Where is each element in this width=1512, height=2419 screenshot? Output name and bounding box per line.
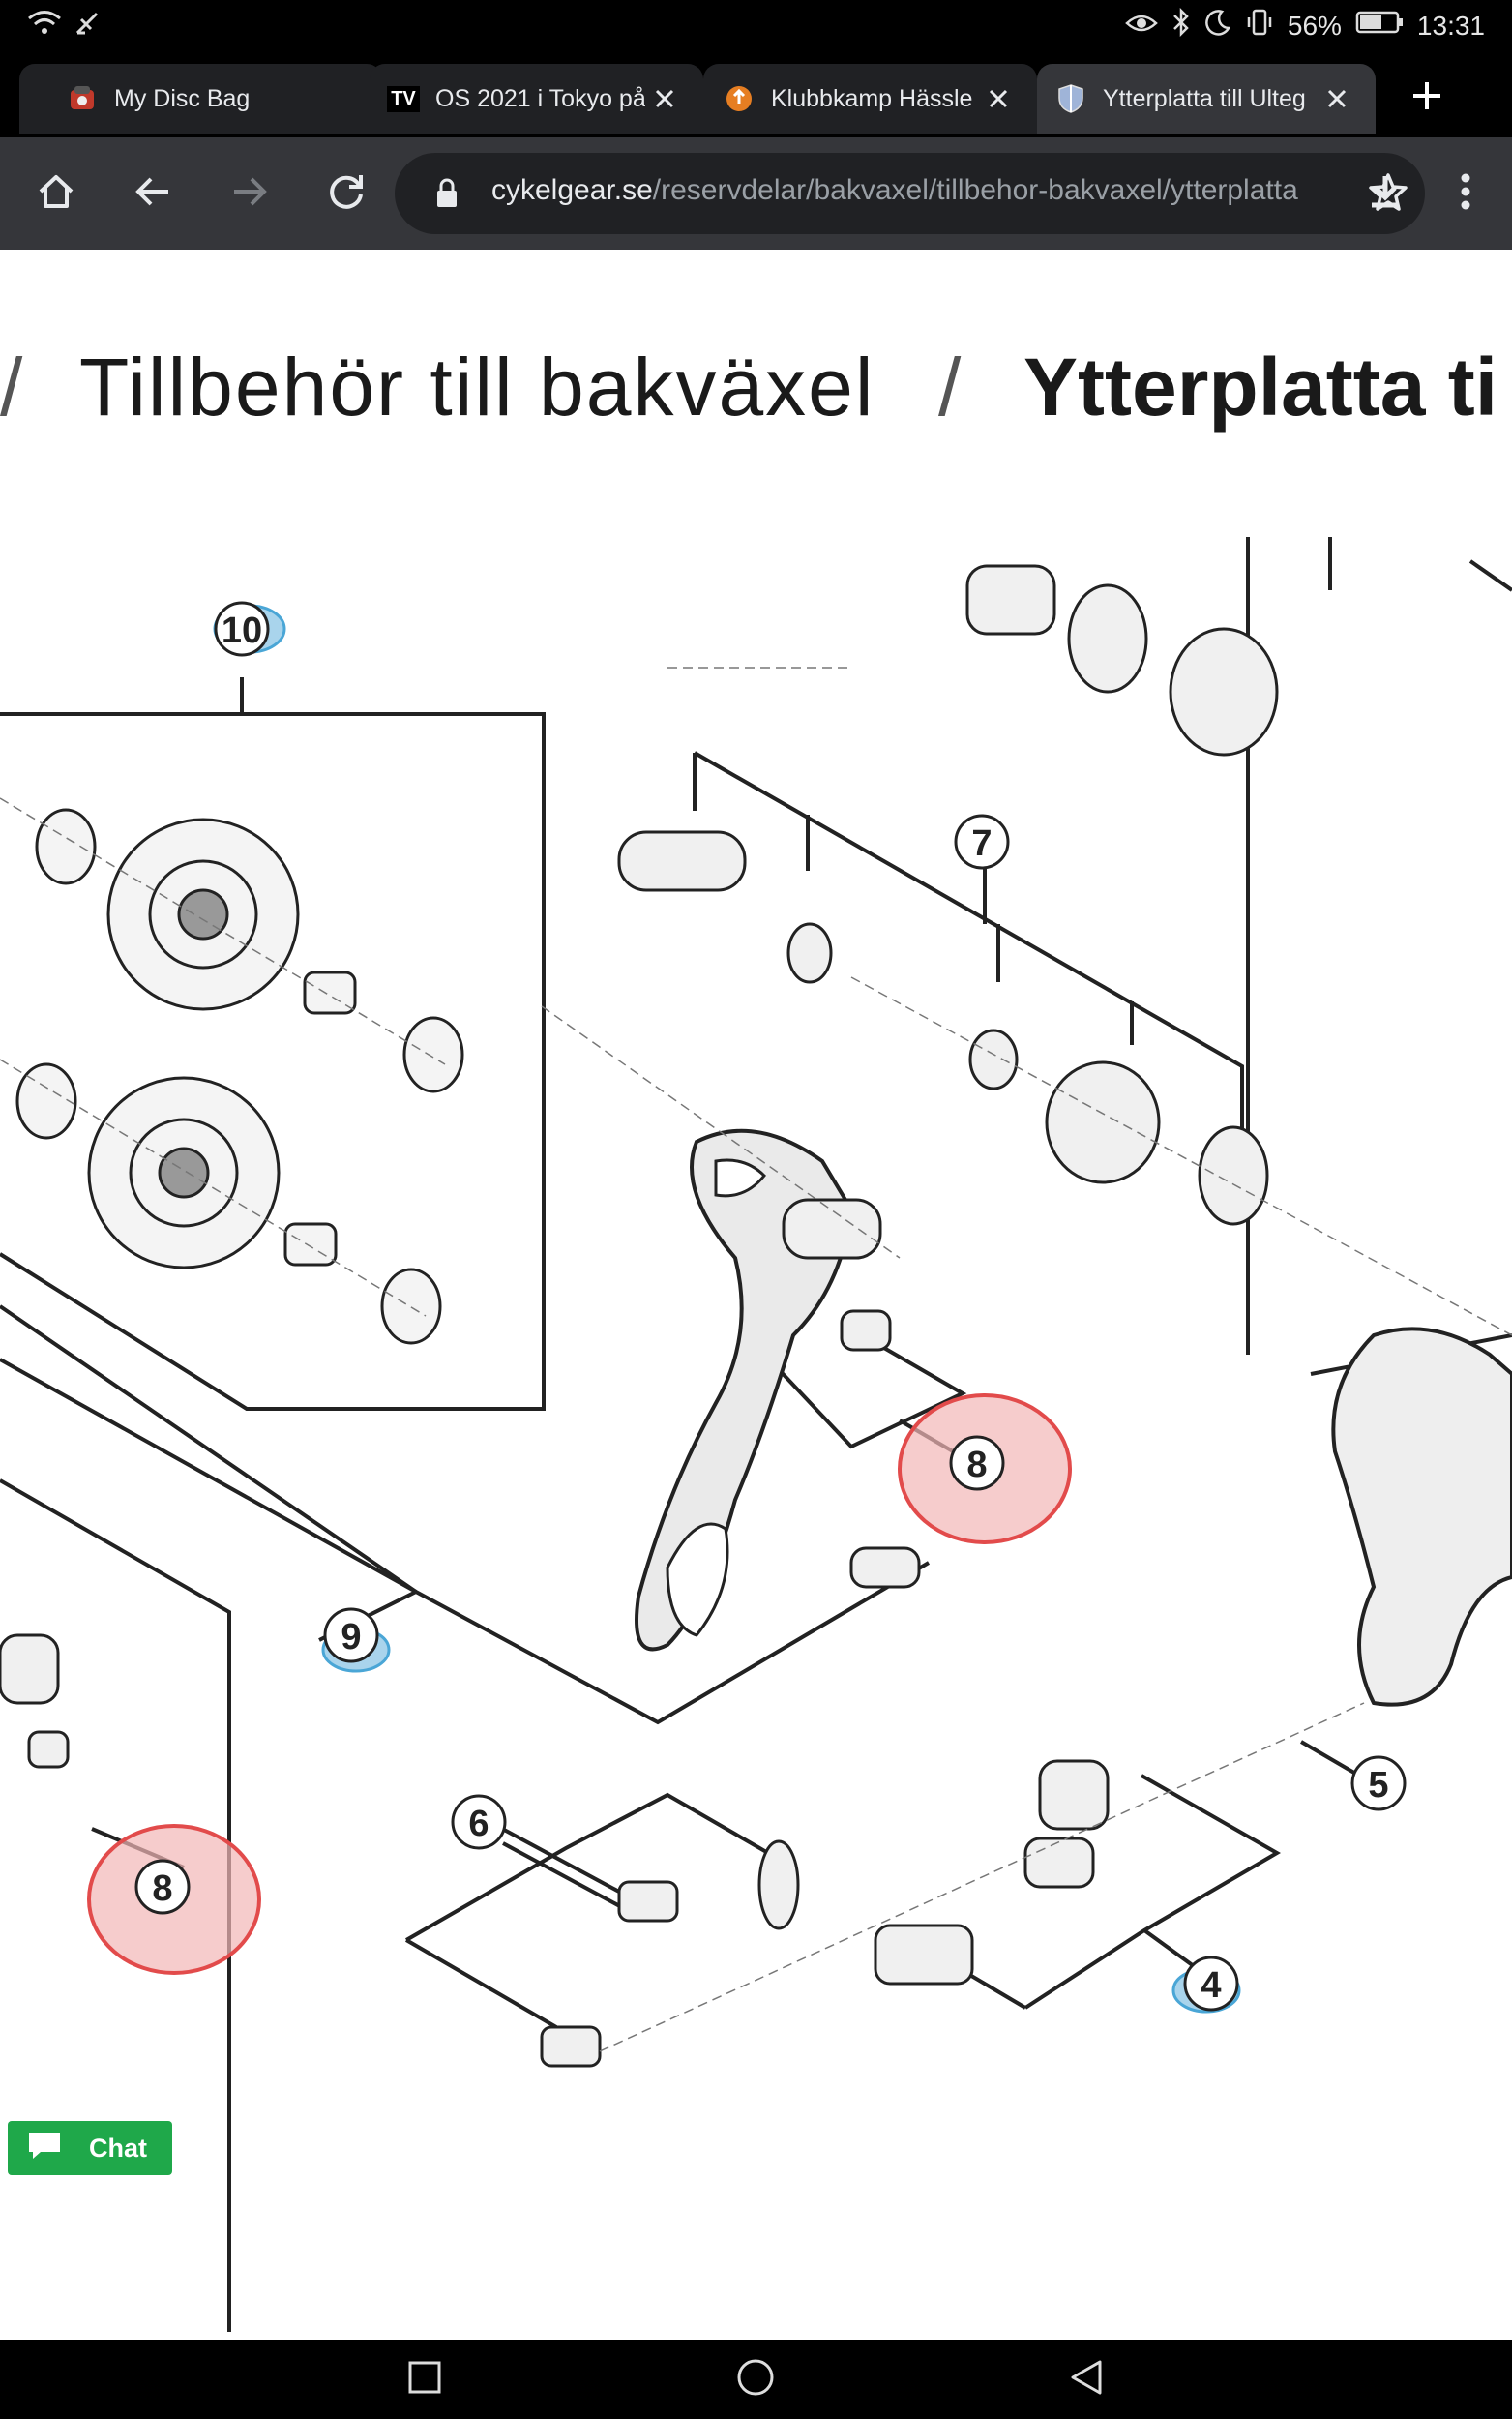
back-icon [133,172,172,216]
android-back-icon [1069,2359,1104,2401]
tab-my-disc-bag[interactable]: My Disc Bag [19,64,382,134]
browser-toolbar: cykelgear.se/reservdelar/bakvaxel/tillbe… [0,137,1512,250]
wifi-icon [27,10,62,42]
breadcrumb: / Tillbehör till bakväxel / Ytterplatta … [0,329,1512,445]
forward-icon [230,172,269,216]
address-bar[interactable]: cykelgear.se/reservdelar/bakvaxel/tillbe… [395,153,1425,234]
callout-6 [451,1794,507,1850]
callout-8-upper [949,1435,1005,1491]
callout-label: 6 [468,1804,489,1844]
reload-button[interactable] [317,164,375,223]
battery-icon [1355,10,1404,42]
tab-os-2021[interactable]: TV OS 2021 i Tokyo på [370,64,703,134]
breadcrumb-link-tillbehor[interactable]: Tillbehör till bakväxel [79,342,875,433]
home-button[interactable] [27,164,85,223]
callout-8-lower [134,1859,191,1915]
callout-label: 4 [1201,1965,1221,2006]
no-sim-icon [74,10,101,42]
lock-icon [435,178,459,214]
callout-10 [214,601,270,657]
new-tab-button[interactable] [1403,74,1451,122]
tv-favicon-text: TV [387,85,420,112]
eye-icon [1125,11,1158,42]
download-button[interactable] [1356,164,1414,223]
breadcrumb-separator: / [0,342,23,433]
status-bar: 56% 13:31 [0,0,1512,56]
close-icon[interactable] [645,79,684,118]
callout-7 [954,814,1010,870]
tab-strip: My Disc Bag TV OS 2021 i Tokyo på Klubbk… [0,56,1512,137]
tab-title: OS 2021 i Tokyo på [435,84,645,112]
bookmark-button[interactable] [1361,166,1415,221]
close-icon[interactable] [979,79,1018,118]
battery-percent: 56% [1287,10,1342,41]
download-icon [1366,172,1405,216]
disc-bag-favicon-icon [68,84,97,113]
recents-button[interactable] [400,2355,449,2404]
breadcrumb-current: Ytterplatta ti [1023,342,1498,433]
shield-favicon-icon [1056,84,1085,113]
tab-title: My Disc Bag [114,84,251,112]
callout-label: 5 [1368,1765,1388,1806]
callout-5 [1350,1755,1407,1811]
forward-button[interactable] [221,164,279,223]
star-icon [1368,171,1408,217]
moon-icon [1204,9,1231,43]
tv-favicon-icon: TV [387,84,420,113]
callout-label: 7 [971,823,992,864]
callout-4 [1183,1956,1239,2012]
menu-icon [1459,171,1472,217]
tab-ytterplatta[interactable]: Ytterplatta till Ulteg [1037,64,1376,134]
tab-title: Ytterplatta till Ulteg [1103,84,1306,112]
chat-button[interactable]: Chat [8,2121,172,2175]
back-button[interactable] [124,164,182,223]
clock: 13:31 [1416,10,1485,41]
bluetooth-icon [1171,7,1191,44]
android-home-icon [736,2358,775,2402]
callout-label: 8 [152,1868,172,1909]
callout-label: 8 [966,1445,987,1485]
callout-9 [323,1607,379,1663]
exploded-parts-diagram: 10 7 8 9 8 6 5 4 [0,537,1512,2332]
klubbkamp-favicon-icon [725,84,754,113]
reload-icon [326,171,367,217]
close-icon[interactable] [1318,79,1356,118]
android-home-button[interactable] [731,2355,780,2404]
tab-title: Klubbkamp Hässle [771,84,973,112]
plus-icon [1410,79,1443,117]
breadcrumb-separator: / [938,342,962,433]
url-text[interactable]: cykelgear.se/reservdelar/bakvaxel/tillbe… [491,174,1309,207]
recents-icon [407,2360,442,2400]
chat-label: Chat [89,2133,147,2163]
android-nav-bar [0,2340,1512,2419]
url-path: /reservdelar/bakvaxel/tillbehor-bakvaxel… [652,174,1298,206]
home-icon [35,170,77,218]
tab-klubbkamp[interactable]: Klubbkamp Hässle [703,64,1037,134]
vibrate-icon [1245,8,1274,44]
chat-icon [25,2129,64,2168]
menu-button[interactable] [1437,164,1495,223]
callout-label: 10 [222,611,262,651]
url-host: cykelgear.se [491,174,653,206]
callout-label: 9 [341,1617,361,1657]
android-back-button[interactable] [1062,2355,1111,2404]
